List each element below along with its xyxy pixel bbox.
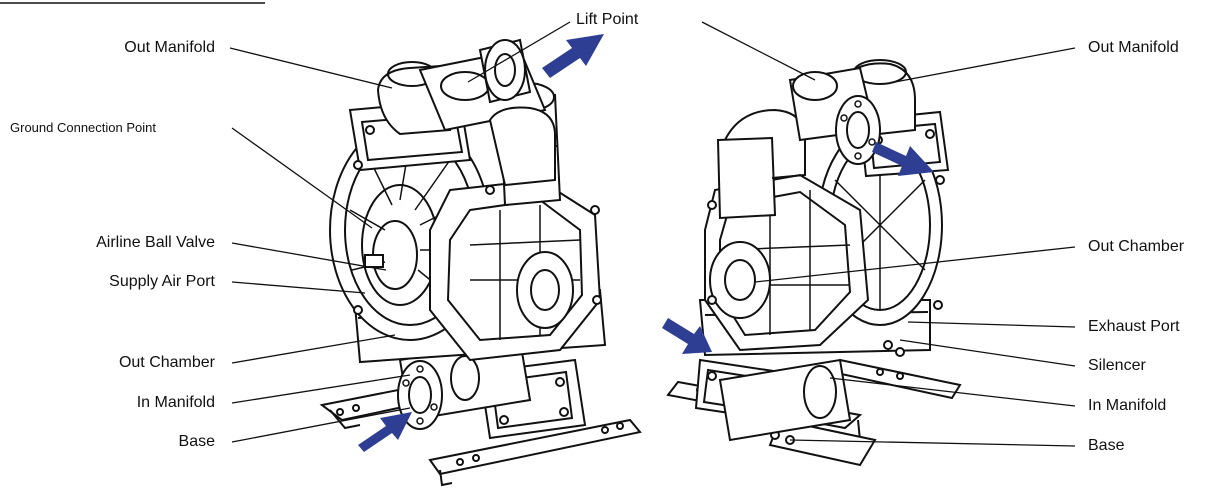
label-silencer: Silencer bbox=[1088, 357, 1146, 374]
flow-arrow-in-left bbox=[358, 412, 412, 452]
left-pump bbox=[319, 38, 642, 487]
flow-arrow-out-right bbox=[872, 142, 934, 176]
label-out-manifold-left: Out Manifold bbox=[124, 39, 215, 56]
right-pump bbox=[666, 59, 962, 467]
label-base-right: Base bbox=[1088, 437, 1125, 454]
label-out-chamber-left: Out Chamber bbox=[118, 354, 215, 371]
label-airline-ball-valve: Airline Ball Valve bbox=[96, 234, 215, 251]
label-out-manifold-right: Out Manifold bbox=[1088, 39, 1179, 56]
label-supply-air-port: Supply Air Port bbox=[109, 273, 215, 290]
flow-arrow-in-right bbox=[662, 318, 712, 354]
label-ground-connection-point: Ground Connection Point bbox=[10, 120, 156, 135]
label-in-manifold-right: In Manifold bbox=[1088, 397, 1167, 414]
label-in-manifold-left: In Manifold bbox=[136, 394, 215, 411]
label-exhaust-port: Exhaust Port bbox=[1088, 318, 1180, 335]
label-lift-point: Lift Point bbox=[576, 11, 639, 28]
label-out-chamber-right: Out Chamber bbox=[1088, 238, 1185, 255]
leader-lines bbox=[229, 21, 1076, 447]
label-base-left: Base bbox=[178, 433, 215, 450]
flow-arrow-out-left bbox=[542, 34, 604, 78]
